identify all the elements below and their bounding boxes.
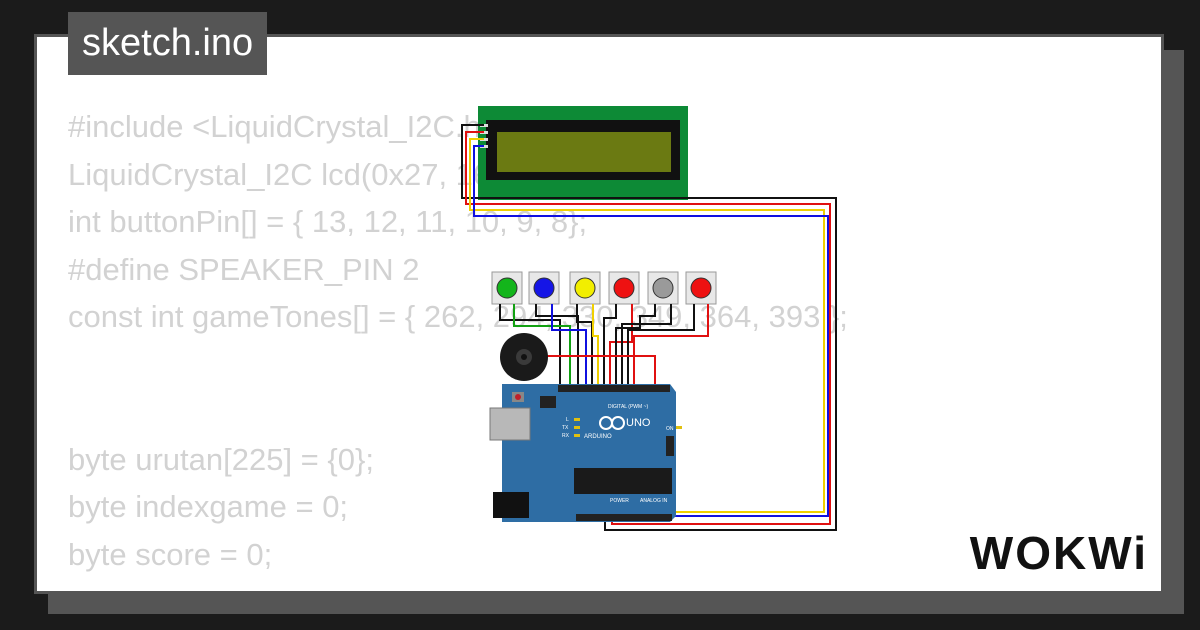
power-label: POWER (610, 498, 629, 504)
atmega-chip (574, 468, 672, 494)
arduino-logo (599, 416, 625, 430)
button-cap (690, 277, 712, 299)
pushbutton-row (491, 271, 717, 305)
code-line: byte indexgame = 0; (68, 489, 349, 524)
reset-button[interactable] (515, 394, 521, 400)
code-line: byte urutan[225] = {0}; (68, 441, 374, 477)
lcd-screen (497, 132, 671, 172)
usb-port (489, 407, 531, 441)
rx-label: RX (562, 433, 570, 439)
buzzer[interactable] (500, 333, 548, 381)
analog-header (576, 514, 672, 521)
pushbutton-4[interactable] (608, 271, 640, 305)
on-label: ON (666, 426, 674, 432)
wokwi-logo: WOKWi (969, 527, 1148, 579)
button-cap (574, 277, 596, 299)
digital-label: DIGITAL (PWM ~) (608, 404, 648, 410)
lcd-display[interactable] (478, 106, 688, 200)
button-cap (613, 277, 635, 299)
board-brand: ARDUINO (584, 434, 612, 440)
pushbutton-6[interactable] (685, 271, 717, 305)
code-line: const int gameTones[] = { 262, 294, 330,… (68, 299, 848, 334)
code-preview: #include <LiquidCrystal_I2C.h> LiquidCry… (68, 103, 848, 578)
button-cap (652, 277, 674, 299)
lcd-wires (461, 124, 837, 531)
analog-label: ANALOG IN (640, 498, 668, 504)
digital-header (558, 385, 670, 392)
filename-tab[interactable]: sketch.ino (68, 12, 268, 75)
button-cap (496, 277, 518, 299)
arduino-uno-board[interactable]: UNO ARDUINO DIGITAL (PWM ~) ANALOG IN PO… (489, 384, 682, 522)
pushbutton-2[interactable] (528, 271, 560, 305)
power-jack (493, 492, 529, 518)
button-cap (533, 277, 555, 299)
board-model: UNO (626, 417, 651, 429)
pushbutton-3[interactable] (569, 271, 601, 305)
pushbutton-5[interactable] (647, 271, 679, 305)
code-line: #define SPEAKER_PIN 2 (68, 251, 420, 287)
code-line: #include <LiquidCrystal_I2C.h> (68, 109, 499, 144)
tx-label: TX (562, 425, 569, 431)
pushbutton-1[interactable] (491, 271, 523, 305)
button-wires (499, 304, 709, 390)
l-label: L (566, 417, 569, 423)
code-line: byte score = 0; (68, 536, 273, 572)
